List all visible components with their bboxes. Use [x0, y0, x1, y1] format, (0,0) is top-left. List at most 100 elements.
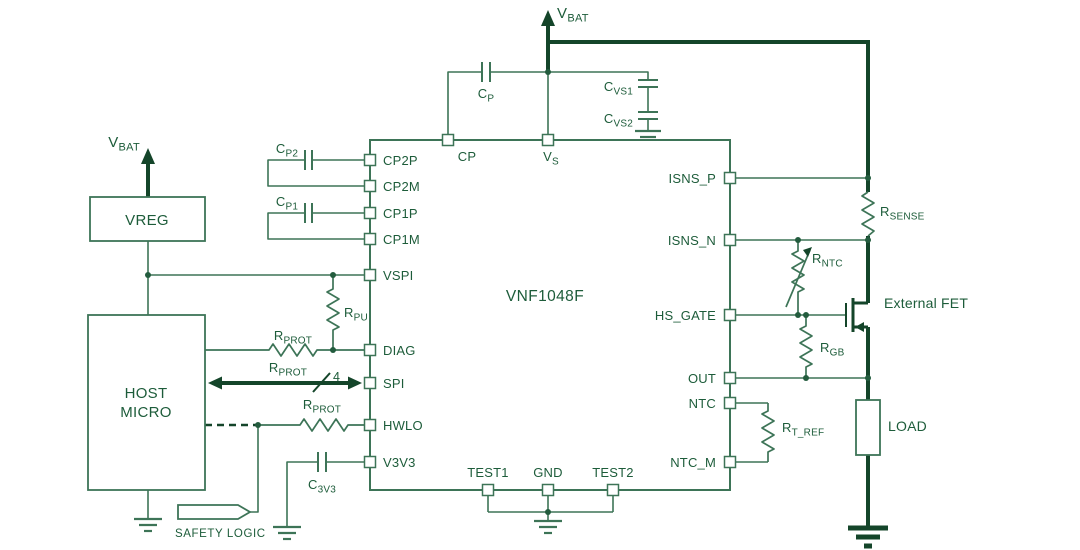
- pin-square-vspi: [363, 268, 377, 282]
- ground-load: [848, 525, 888, 549]
- pin-square-vs: [541, 133, 555, 147]
- cap-cvs1-label: CVS1: [604, 79, 633, 98]
- pin-square-isns-n: [723, 233, 737, 247]
- vbat-top-arrowhead: [541, 10, 555, 26]
- pin-label-vs: VS: [543, 149, 559, 168]
- pin-label-v3v3: V3V3: [383, 455, 416, 470]
- pin-square-diag: [363, 343, 377, 357]
- res-rsense-label: RSENSE: [880, 204, 925, 223]
- wires: [147, 71, 868, 527]
- pin-square-hs-gate: [723, 308, 737, 322]
- vbat-top-label: VBAT: [557, 5, 589, 25]
- safety-logic-label: SAFETY LOGIC: [175, 528, 266, 540]
- pin-square-cp2m: [363, 179, 377, 193]
- res-rprot-spi-label: RPROT: [269, 360, 307, 379]
- res-rntc-label: RNTC: [812, 251, 843, 270]
- pin-label-cp2p: CP2P: [383, 153, 418, 168]
- ic-pins: [363, 133, 737, 497]
- pin-square-out: [723, 371, 737, 385]
- res-rpu-label: RPU: [344, 305, 368, 324]
- capacitor-cvs1: [638, 79, 658, 88]
- pin-label-gnd: GND: [533, 465, 563, 480]
- res-rgb-label: RGB: [820, 340, 845, 359]
- ground-host: [134, 517, 162, 533]
- resistor-rsense: [861, 191, 875, 237]
- power-path: [141, 10, 888, 549]
- pin-square-isns-p: [723, 171, 737, 185]
- pin-label-hs-gate: HS_GATE: [655, 308, 716, 323]
- capacitor-cvs2: [638, 111, 658, 120]
- cap-cp2-label: CP2: [276, 141, 298, 160]
- pin-label-vspi: VSPI: [383, 268, 413, 283]
- junction-dots: [145, 69, 871, 515]
- resistor-rgb: [799, 315, 813, 378]
- resistor-rprot-diag: [205, 343, 364, 357]
- ic-body: [369, 139, 731, 491]
- pin-square-cp1m: [363, 232, 377, 246]
- ic-name: VNF1048F: [506, 288, 584, 305]
- pin-square-v3v3: [363, 455, 377, 469]
- resistor-rpu: [326, 275, 340, 350]
- ic-pin-labels-right: ISNS_P ISNS_N HS_GATE OUT NTC NTC_M: [655, 171, 716, 470]
- pin-label-test2: TEST2: [592, 465, 633, 480]
- bus-width-label: 4: [333, 370, 340, 384]
- rntc-thermistor-arrow: [785, 247, 812, 308]
- cap-cvs2-label: CVS2: [604, 111, 633, 130]
- cap-c3v3-label: C3V3: [308, 477, 336, 496]
- load-block: [855, 399, 881, 456]
- pin-square-test1: [481, 483, 495, 497]
- load-label: LOAD: [888, 418, 927, 434]
- vreg-block: [89, 196, 206, 242]
- host-micro-label-line1: HOST: [125, 385, 168, 402]
- vbat-left-arrowhead: [141, 148, 155, 164]
- safety-logic-tag: [177, 504, 252, 520]
- pin-label-out: OUT: [688, 371, 716, 386]
- ic-pin-labels-bottom: TEST1 GND TEST2: [467, 465, 633, 480]
- host-micro-label-line2: MICRO: [120, 404, 172, 421]
- mosfet-source-arrow: [855, 322, 864, 332]
- pin-label-hwlo: HWLO: [383, 418, 423, 433]
- pin-label-isns-p: ISNS_P: [669, 171, 716, 186]
- pin-label-cp2m: CP2M: [383, 179, 420, 194]
- cap-cp-label: CP: [478, 86, 495, 105]
- pin-square-cp: [441, 133, 455, 147]
- pin-label-isns-n: ISNS_N: [668, 233, 716, 248]
- pin-square-spi: [363, 376, 377, 390]
- spi-bus-arrow: [208, 372, 362, 393]
- vbat-left-label: VBAT: [108, 134, 140, 154]
- ground-c3v3: [273, 525, 301, 541]
- pin-label-ntc-m: NTC_M: [670, 455, 716, 470]
- res-rt-ref-label: RT_REF: [782, 420, 824, 439]
- pin-square-cp2p: [363, 153, 377, 167]
- resistor-rt-ref: [761, 403, 775, 462]
- pin-label-cp1p: CP1P: [383, 206, 418, 221]
- pin-square-ntc-m: [723, 455, 737, 469]
- bus-width-slash: [312, 372, 331, 393]
- resistor-rprot-hwlo: [258, 418, 364, 432]
- pin-square-gnd: [541, 483, 555, 497]
- pin-label-test1: TEST1: [467, 465, 508, 480]
- res-rprot-diag-label: RPROT: [274, 328, 312, 347]
- pin-label-ntc: NTC: [689, 396, 716, 411]
- pin-square-hwlo: [363, 418, 377, 432]
- resistor-rntc: [791, 240, 805, 315]
- pin-label-spi: SPI: [383, 376, 405, 391]
- host-micro-block: [87, 314, 206, 491]
- pin-square-test2: [606, 483, 620, 497]
- pin-square-cp1p: [363, 206, 377, 220]
- pin-square-ntc: [723, 396, 737, 410]
- cap-cp1-label: CP1: [276, 194, 298, 213]
- pin-label-cp1m: CP1M: [383, 232, 420, 247]
- pin-label-diag: DIAG: [383, 343, 416, 358]
- capacitor-cp2: [304, 150, 313, 170]
- mosfet-external-fet: [845, 298, 868, 332]
- ground-test: [534, 519, 562, 535]
- external-fet-label: External FET: [884, 295, 968, 311]
- ic-pin-labels-left: CP2P CP2M CP1P CP1M VSPI DIAG SPI HWLO V…: [383, 153, 423, 470]
- capacitor-cp1: [304, 203, 313, 223]
- pin-label-cp: CP: [458, 149, 476, 164]
- capacitor-cp: [481, 62, 491, 82]
- vreg-label: VREG: [125, 212, 169, 229]
